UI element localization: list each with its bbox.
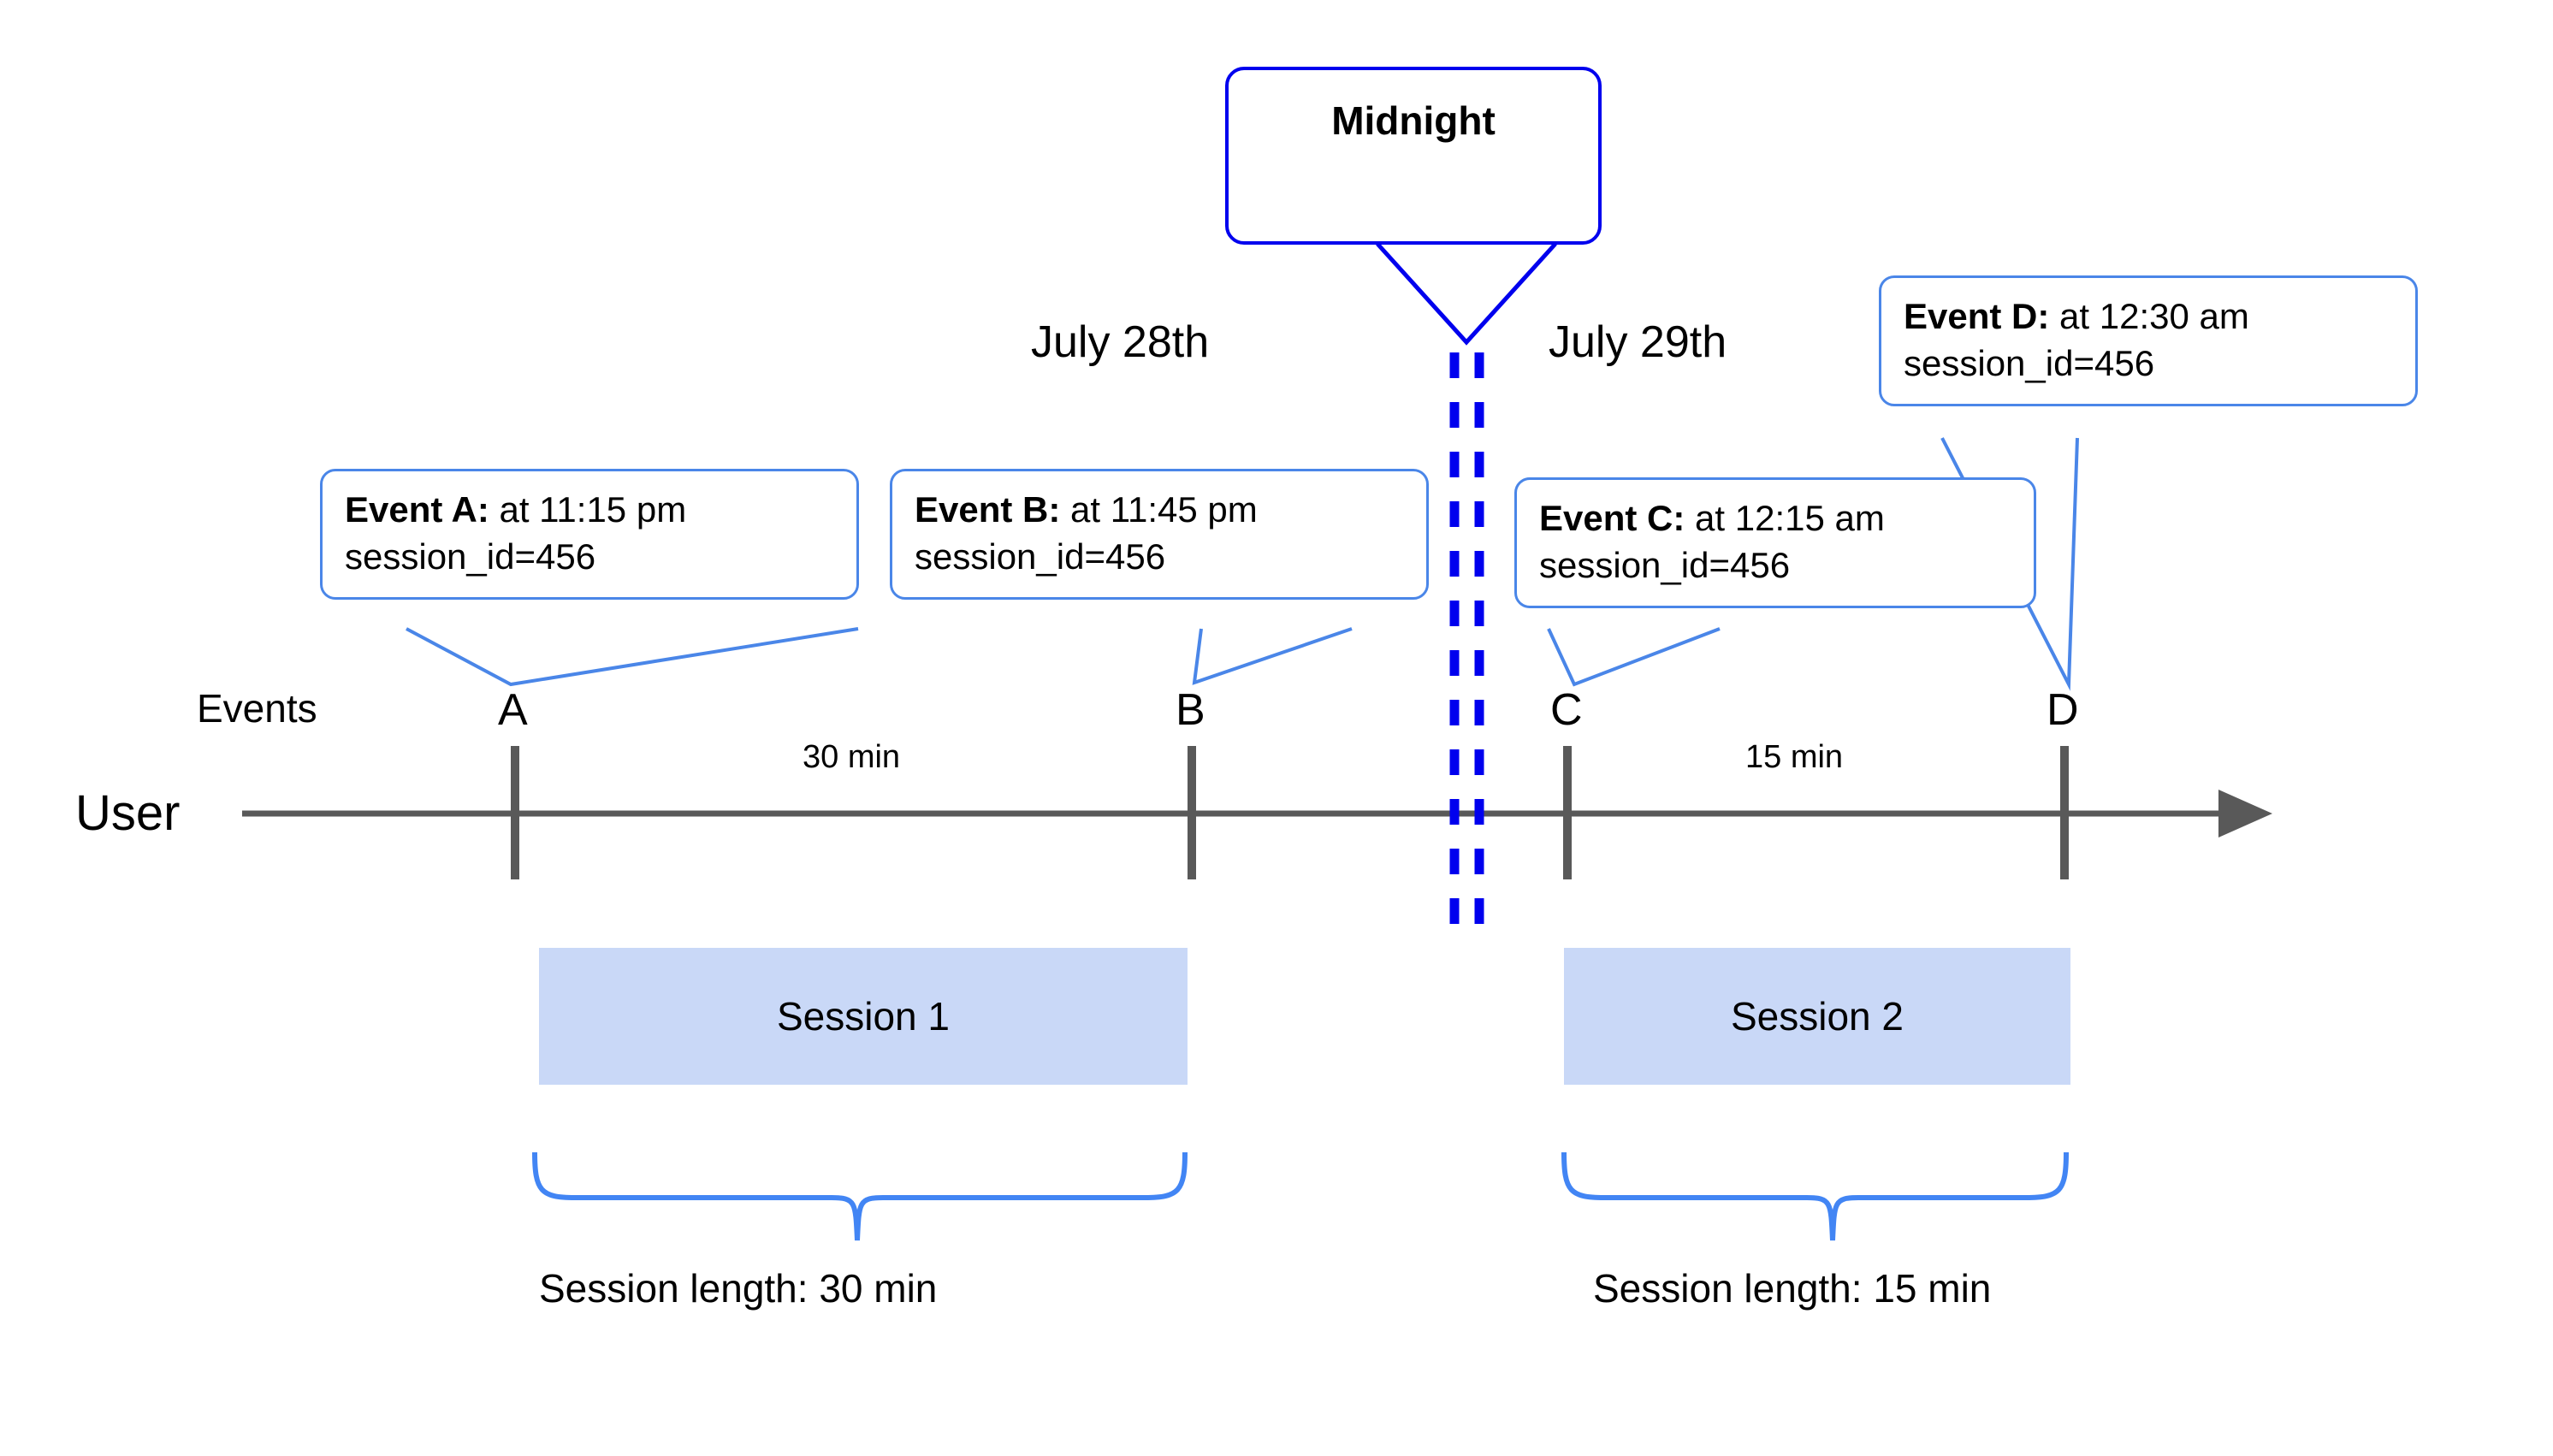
event-d-callout[interactable]: Event D: at 12:30 am session_id=456 [1879,275,2418,407]
session-block-1-label: Session 1 [776,994,950,1039]
midnight-callout-pointer [1376,242,1557,346]
event-c-callout-detail: at 12:15 am [1685,498,1885,538]
event-a-callout-lead: Event A: [345,489,489,530]
event-letter-c: C [1550,685,1583,735]
gap-label-30-min: 30 min [803,739,901,775]
date-label-july-29: July 29th [1549,317,1727,367]
event-a-callout-detail: at 11:15 pm [489,489,687,530]
date-label-july-28: July 28th [1031,317,1210,367]
session-length-label-1: Session length: 30 min [539,1266,938,1311]
event-letter-a: A [498,685,528,735]
event-d-callout-lead: Event D: [1904,296,2050,336]
row-label-user: User [75,785,181,841]
event-b-callout-detail: at 11:45 pm [1060,489,1258,530]
session-block-2-label: Session 2 [1730,994,1904,1039]
event-c-callout[interactable]: Event C: at 12:15 am session_id=456 [1514,477,2036,609]
event-c-callout-pointer [1547,627,1721,687]
event-b-callout[interactable]: Event B: at 11:45 pm session_id=456 [890,469,1429,601]
event-letter-d: D [2047,685,2079,735]
session-1-brace [532,1151,1188,1241]
row-label-events: Events [197,686,317,731]
event-a-callout-pointer [406,627,859,687]
event-d-callout-detail: at 12:30 am [2049,296,2249,336]
event-a-callout-session-id: session_id=456 [345,536,596,577]
event-b-callout-lead: Event B: [915,489,1061,530]
event-b-callout-session-id: session_id=456 [915,536,1166,577]
midnight-callout-label: Midnight [1331,98,1496,143]
event-letter-b: B [1176,685,1205,735]
event-b-callout-pointer [1192,627,1353,685]
session-2-brace [1561,1151,2069,1241]
session-block-2[interactable]: Session 2 [1564,948,2070,1085]
session-length-label-2: Session length: 15 min [1593,1266,1992,1311]
event-d-callout-session-id: session_id=456 [1904,342,2155,383]
event-c-callout-session-id: session_id=456 [1539,544,1791,585]
session-block-1[interactable]: Session 1 [539,948,1188,1085]
event-c-callout-lead: Event C: [1539,498,1685,538]
event-a-callout[interactable]: Event A: at 11:15 pm session_id=456 [320,469,859,601]
gap-label-15-min: 15 min [1745,739,1844,775]
midnight-callout[interactable]: Midnight [1225,67,1602,245]
